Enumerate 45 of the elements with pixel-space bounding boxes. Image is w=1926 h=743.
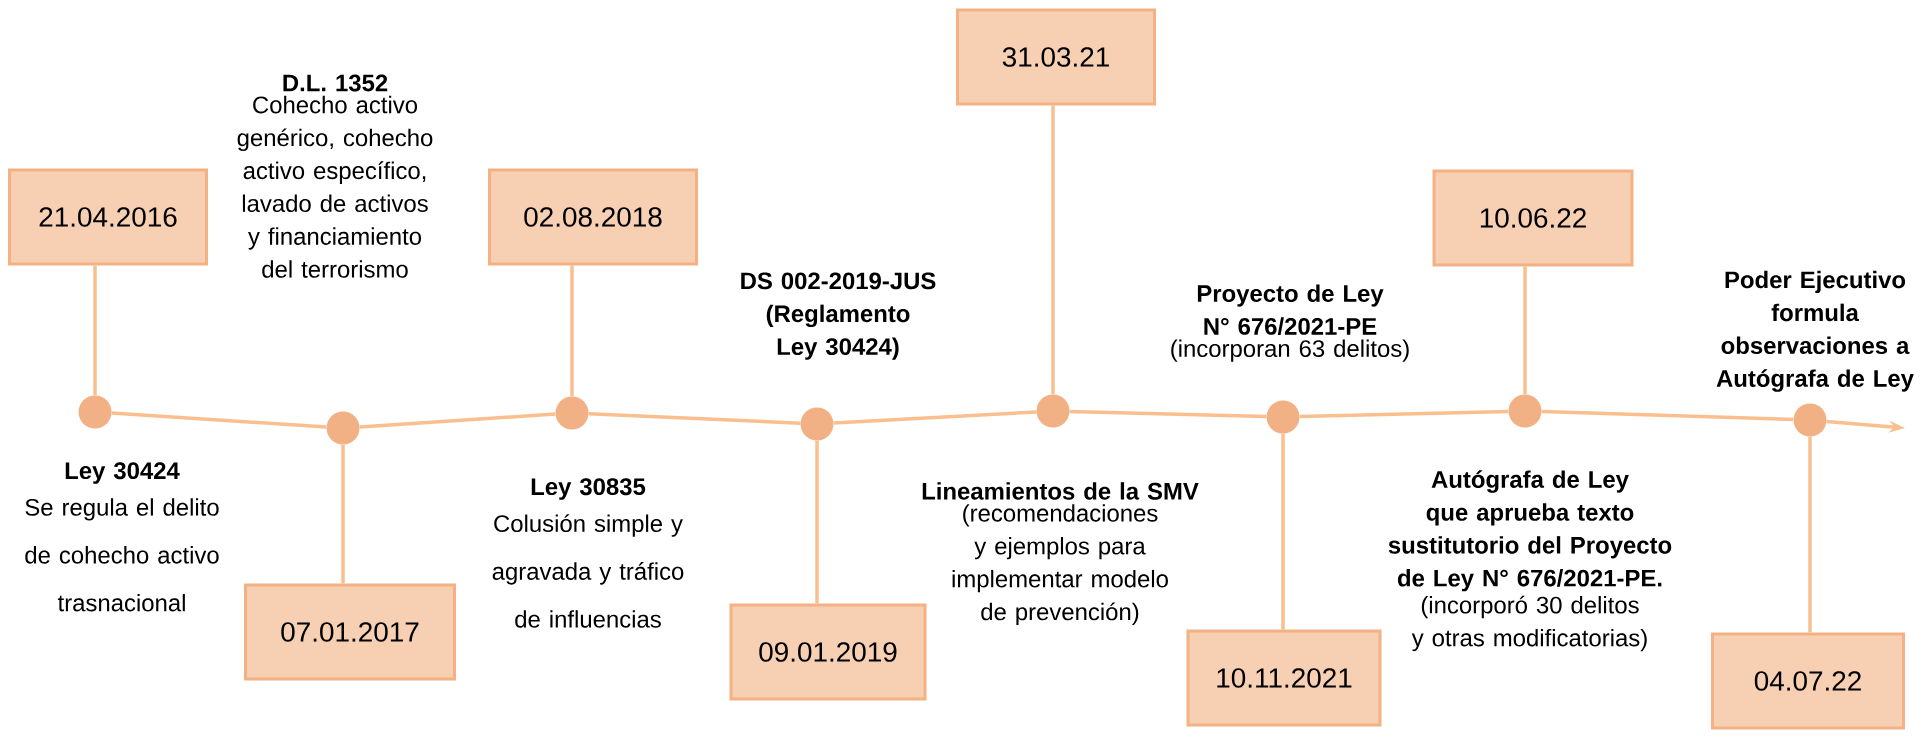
connector-line (1281, 433, 1285, 630)
date-box: 02.08.2018 (488, 168, 698, 266)
event-title: Proyecto de Ley N° 676/2021-PE (1197, 284, 1384, 336)
timeline-segment (588, 412, 801, 425)
timeline-dot (326, 411, 360, 445)
connector-line (93, 265, 97, 396)
event-description: (recomendaciones y ejemplos para implementar modelo de prevención) (952, 504, 1168, 626)
timeline-dot (800, 407, 834, 441)
event-title: Lineamientos de la SMV (922, 482, 1199, 500)
timeline-dot (1266, 400, 1300, 434)
timeline-dot (1508, 394, 1542, 428)
event-description: (incorporan 63 delitos) (1171, 339, 1409, 362)
timeline-segment (833, 410, 1037, 425)
timeline-segment (359, 412, 556, 429)
event-title: D.L. 1352 (283, 74, 388, 92)
date-box: 07.01.2017 (244, 583, 456, 681)
date-box: 21.04.2016 (8, 168, 208, 266)
date-box: 09.01.2019 (729, 603, 927, 701)
connector-line (1808, 436, 1812, 633)
timeline-dot (1036, 394, 1070, 428)
connector-line (341, 444, 345, 584)
timeline-segment (111, 411, 327, 429)
timeline-dot (1793, 403, 1827, 437)
connector-line (570, 265, 574, 397)
date-box: 04.07.22 (1711, 632, 1905, 730)
event-description: Cohecho activo genérico, cohecho activo específico, lavado de activos y financiamiento del terrorismo (237, 95, 433, 278)
event-title: Ley 30835 (531, 478, 646, 500)
timeline-dot (555, 396, 589, 430)
event-description: Se regula el delito de cohecho activo trasnacional (25, 498, 219, 612)
event-description: Colusión simple y agravada y tráfico de influencias (492, 514, 684, 628)
timeline-segment (1069, 409, 1267, 419)
connector-line (1051, 105, 1055, 395)
timeline-segment (1541, 409, 1794, 422)
event-title: Autógrafa de Ley que aprueba texto sustitutorio del Proyecto de Ley N° 676/2021-PE. (1388, 470, 1672, 592)
event-title: DS 002-2019-JUS (Reglamento Ley 30424) (741, 272, 936, 360)
event-title: Ley 30424 (65, 462, 180, 484)
connector-line (815, 440, 819, 604)
date-box: 10.11.2021 (1186, 629, 1382, 727)
timeline-dot (78, 395, 112, 429)
connector-line (1523, 266, 1527, 395)
event-description: (incorporó 30 delitos y otras modificatorias) (1411, 595, 1647, 652)
date-box: 31.03.21 (956, 8, 1156, 106)
date-box: 10.06.22 (1432, 169, 1634, 267)
event-title: Poder Ejecutivo formula observaciones a Autógrafa de Ley (1716, 270, 1914, 392)
timeline-segment (1299, 409, 1509, 419)
